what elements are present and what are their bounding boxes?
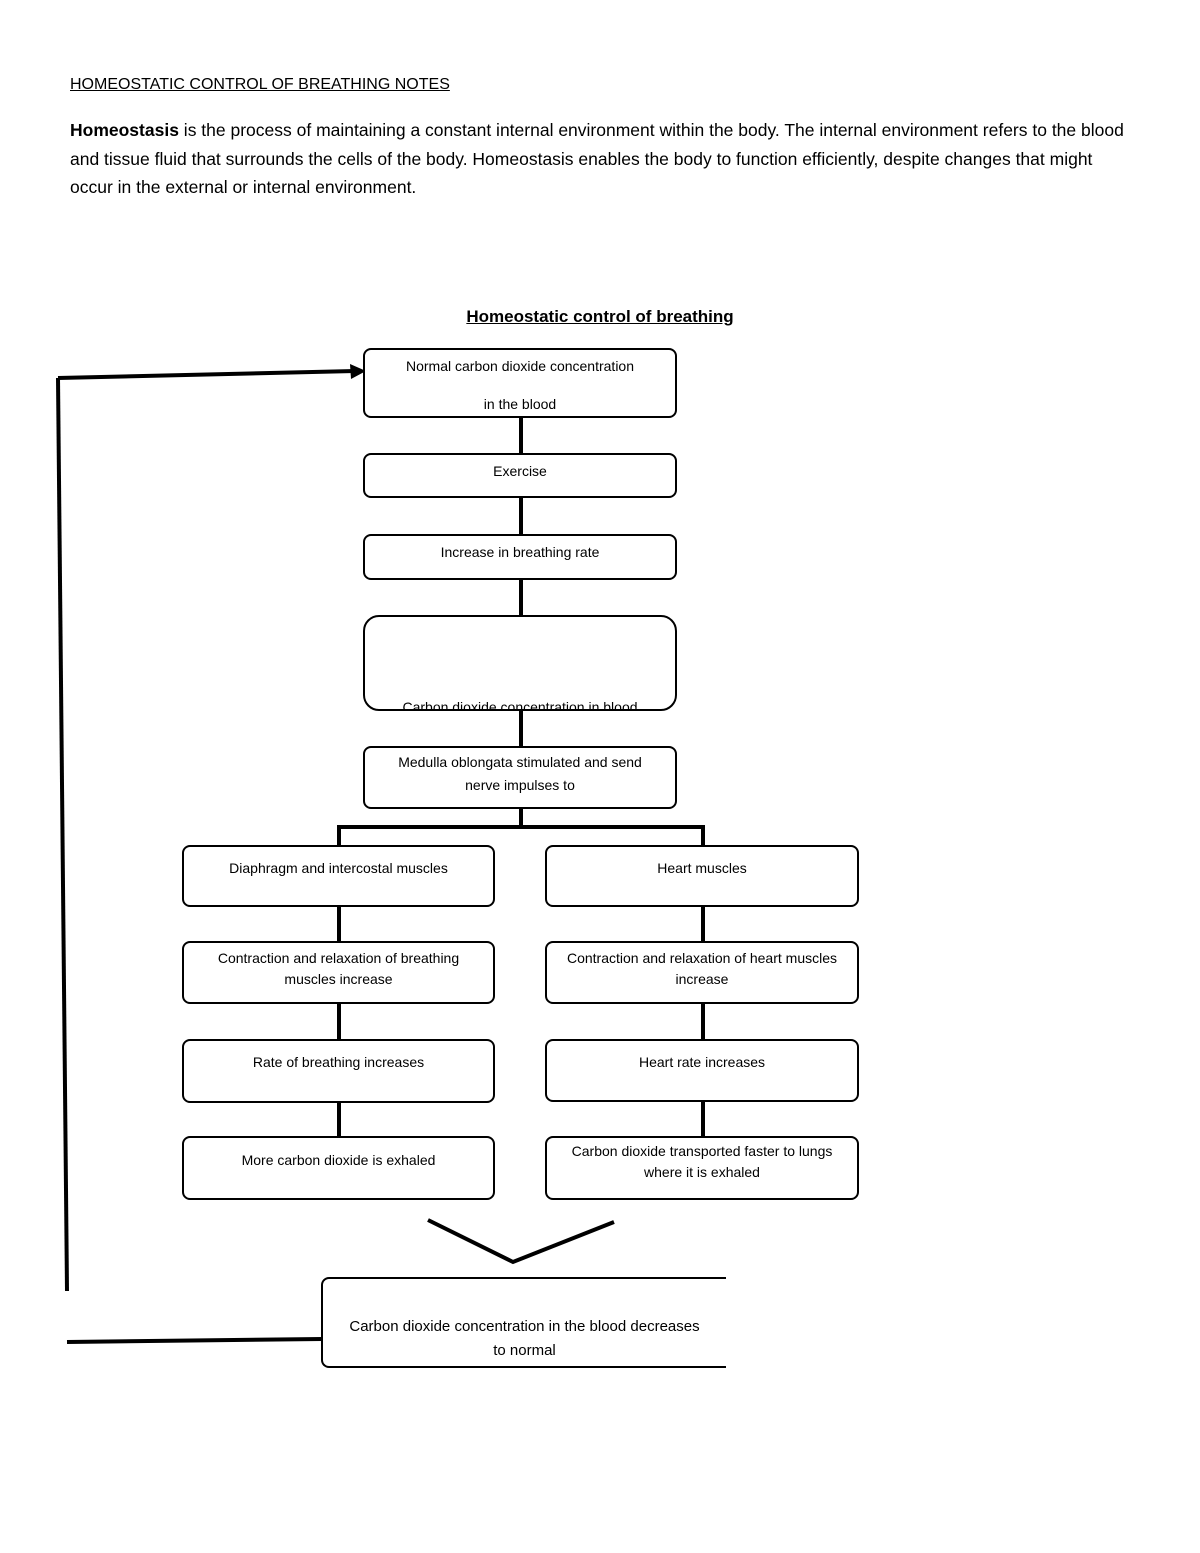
normal-co2-line2: in the blood <box>483 396 557 412</box>
box-co2-concentration: Carbon dioxide concentration in blood <box>363 615 677 711</box>
feedback-line-left <box>56 377 69 1292</box>
medulla-line2: nerve impulses to <box>465 777 575 793</box>
breathing-contraction-line2: muscles increase <box>284 971 393 987</box>
box-heart-contraction: Contraction and relaxation of heart musc… <box>545 941 859 1004</box>
feedback-arrowhead <box>350 364 366 379</box>
box-diaphragm: Diaphragm and intercostal muscles <box>182 845 495 907</box>
feedback-line-bottom <box>66 1337 323 1344</box>
final-line2: to normal <box>493 1342 556 1359</box>
medulla-line1: Medulla oblongata stimulated and send <box>398 754 642 770</box>
diaphragm-label: Diaphragm and intercostal muscles <box>229 860 448 876</box>
final-line1: Carbon dioxide concentration in the bloo… <box>349 1318 700 1335</box>
box-heart-muscles: Heart muscles <box>545 845 859 907</box>
more-co2-label: More carbon dioxide is exhaled <box>241 1152 436 1168</box>
exercise-label: Exercise <box>493 463 547 479</box>
box-normal-co2: Normal carbon dioxide concentration in t… <box>363 348 677 418</box>
box-more-co2-exhaled: More carbon dioxide is exhaled <box>182 1136 495 1200</box>
breathing-rate-label: Rate of breathing increases <box>252 1054 425 1070</box>
box-heart-rate: Heart rate increases <box>545 1039 859 1102</box>
normal-co2-line1: Normal carbon dioxide concentration <box>405 358 634 374</box>
box-breathing-rate: Rate of breathing increases <box>182 1039 495 1103</box>
box-increase-breathing: Increase in breathing rate <box>363 534 677 580</box>
increase-breathing-label: Increase in breathing rate <box>440 544 600 560</box>
box-co2-transported: Carbon dioxide transported faster to lun… <box>545 1136 859 1200</box>
document-title: HOMEOSTATIC CONTROL OF BREATHING NOTES <box>70 76 450 93</box>
box-medulla: Medulla oblongata stimulated and send ne… <box>363 746 677 809</box>
diagram-title: Homeostatic control of breathing <box>466 307 734 326</box>
breathing-contraction-line1: Contraction and relaxation of breathing <box>217 950 460 966</box>
intro-paragraph: Homeostasis is the process of maintainin… <box>70 116 1130 202</box>
heart-contraction-line1: Contraction and relaxation of heart musc… <box>566 950 838 966</box>
co2-transported-line2: where it is exhaled <box>644 1164 760 1180</box>
co2-concentration-label: Carbon dioxide concentration in blood <box>402 699 638 711</box>
heart-rate-label: Heart rate increases <box>638 1054 766 1070</box>
feedback-line-top <box>57 369 356 380</box>
intro-term: Homeostasis <box>70 120 179 140</box>
co2-transported-line1: Carbon dioxide transported faster to lun… <box>571 1143 833 1159</box>
box-exercise: Exercise <box>363 453 677 498</box>
box-final-co2-normal: Carbon dioxide concentration in the bloo… <box>321 1277 726 1368</box>
connector-branch-split <box>337 825 705 846</box>
box-breathing-contraction: Contraction and relaxation of breathing … <box>182 941 495 1004</box>
heart-muscles-label: Heart muscles <box>657 860 747 876</box>
heart-contraction-line2: increase <box>675 971 729 987</box>
converge-arrow <box>427 1218 615 1265</box>
intro-text: is the process of maintaining a constant… <box>70 120 1124 197</box>
